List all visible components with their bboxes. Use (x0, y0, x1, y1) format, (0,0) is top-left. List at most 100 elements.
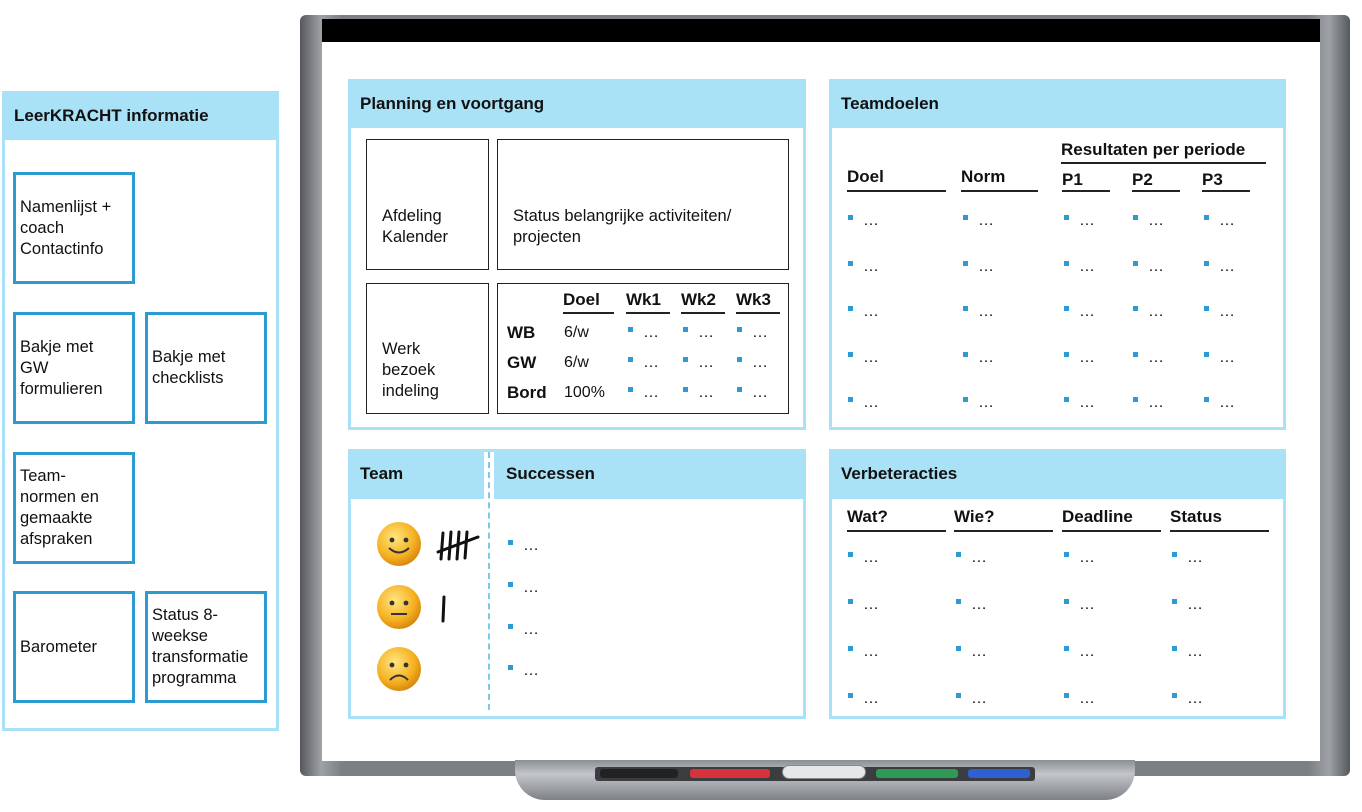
sad-face-icon (376, 646, 422, 692)
bullet-icon (1172, 646, 1177, 652)
bullet-icon (963, 260, 968, 266)
card-bakje-checklists-text: Bakje met checklists (152, 348, 226, 387)
planning-cell: … (737, 354, 768, 372)
bullet-icon (628, 327, 633, 333)
bullet-icon (848, 306, 853, 312)
bullet-icon (1204, 306, 1209, 312)
bullet-icon (683, 357, 688, 363)
teamdoelen-cell: … (963, 394, 994, 412)
planning-row-label: WB (507, 323, 536, 342)
teamdoelen-col-norm: Norm (961, 167, 1038, 192)
teamdoelen-cell: … (848, 258, 879, 276)
teamdoelen-cell: … (1064, 349, 1095, 367)
successen-item: … (508, 537, 539, 555)
teamdoelen-cell: … (1204, 394, 1235, 412)
bullet-icon (508, 540, 513, 546)
planning-cell: … (683, 354, 714, 372)
teamdoelen-cell: … (963, 349, 994, 367)
teamdoelen-cell: … (1133, 212, 1164, 230)
planning-cell: … (683, 324, 714, 342)
bullet-icon (956, 552, 961, 558)
bullet-icon (1064, 351, 1069, 357)
planning-row-doel: 6/w (564, 324, 589, 341)
teamdoelen-title: Teamdoelen (841, 93, 939, 113)
eraser-icon[interactable] (782, 765, 866, 779)
card-teamnormen-text: Team- normen en gemaakte afspraken (20, 467, 99, 548)
verbeteracties-cell: … (1172, 549, 1203, 567)
verbeteracties-col-status: Status (1170, 507, 1269, 532)
card-barometer: Barometer (13, 591, 135, 703)
planning-col-wk2: Wk2 (681, 290, 725, 314)
teamdoelen-cell: … (848, 394, 879, 412)
successen-header: Successen (494, 449, 806, 499)
bullet-icon (508, 665, 513, 671)
teamdoelen-col-p2: P2 (1132, 170, 1180, 192)
planning-col-wk3: Wk3 (736, 290, 780, 314)
bullet-icon (1064, 552, 1069, 558)
neutral-face-icon (376, 584, 422, 630)
verbeteracties-col-wie: Wie? (954, 507, 1053, 532)
teamdoelen-cell: … (1204, 258, 1235, 276)
bullet-icon (848, 260, 853, 266)
afdeling-kalender-box: Afdeling Kalender (366, 139, 489, 270)
resultaten-group-header: Resultaten per periode (1061, 140, 1266, 164)
verbeteracties-title: Verbeteracties (841, 464, 958, 483)
bullet-icon (1172, 599, 1177, 605)
green-marker-icon[interactable] (876, 769, 958, 778)
bullet-icon (1172, 693, 1177, 699)
bullet-icon (737, 327, 742, 333)
planning-col-wk1: Wk1 (626, 290, 670, 314)
teamdoelen-col-p3: P3 (1202, 170, 1250, 192)
bullet-icon (848, 351, 853, 357)
teamdoelen-cell: … (1204, 349, 1235, 367)
card-teamnormen: Team- normen en gemaakte afspraken (13, 452, 135, 564)
bullet-icon (737, 357, 742, 363)
bullet-icon (956, 693, 961, 699)
verbeteracties-cell: … (956, 643, 987, 661)
planning-row-label: GW (507, 353, 537, 372)
planning-row-doel: 6/w (564, 354, 589, 371)
teamdoelen-cell: … (848, 349, 879, 367)
teamdoelen-cell: … (963, 303, 994, 321)
verbeteracties-cell: … (1172, 643, 1203, 661)
status-activiteiten-text: Status belangrijke activiteiten/ project… (513, 207, 732, 246)
planning-cell: … (683, 384, 714, 402)
bullet-icon (848, 693, 853, 699)
teamdoelen-header: Teamdoelen (829, 79, 1286, 128)
verbeteracties-cell: … (1064, 690, 1095, 708)
verbeteracties-cell: … (848, 643, 879, 661)
teamdoelen-cell: … (1064, 303, 1095, 321)
bullet-icon (963, 351, 968, 357)
werkbezoek-text: Werk bezoek indeling (382, 340, 439, 400)
verbeteracties-cell: … (848, 549, 879, 567)
bullet-icon (848, 397, 853, 403)
bullet-icon (1204, 215, 1209, 221)
bullet-icon (1133, 215, 1138, 221)
teamdoelen-cell: … (963, 258, 994, 276)
bullet-icon (1204, 351, 1209, 357)
teamdoelen-col-doel: Doel (847, 167, 946, 192)
blue-marker-icon[interactable] (968, 769, 1030, 778)
bullet-icon (1064, 260, 1069, 266)
bullet-icon (1133, 397, 1138, 403)
black-marker-icon[interactable] (600, 769, 678, 778)
bullet-icon (848, 599, 853, 605)
teamdoelen-col-p1: P1 (1062, 170, 1110, 192)
verbeteracties-cell: … (1172, 596, 1203, 614)
teamdoelen-cell: … (848, 212, 879, 230)
teamdoelen-cell: … (1204, 212, 1235, 230)
successen-title: Successen (506, 464, 595, 483)
card-namenlijst-text: Namenlijst + coach Contactinfo (20, 197, 112, 258)
planning-cell: … (737, 324, 768, 342)
bullet-icon (956, 599, 961, 605)
bullet-icon (1064, 397, 1069, 403)
red-marker-icon[interactable] (690, 769, 770, 778)
verbeteracties-cell: … (1064, 643, 1095, 661)
verbeteracties-cell: … (956, 549, 987, 567)
bullet-icon (1064, 693, 1069, 699)
bullet-icon (963, 397, 968, 403)
bullet-icon (1064, 646, 1069, 652)
card-status8: Status 8- weekse transformatie programma (145, 591, 267, 703)
bullet-icon (1064, 306, 1069, 312)
teamdoelen-cell: … (1133, 394, 1164, 412)
